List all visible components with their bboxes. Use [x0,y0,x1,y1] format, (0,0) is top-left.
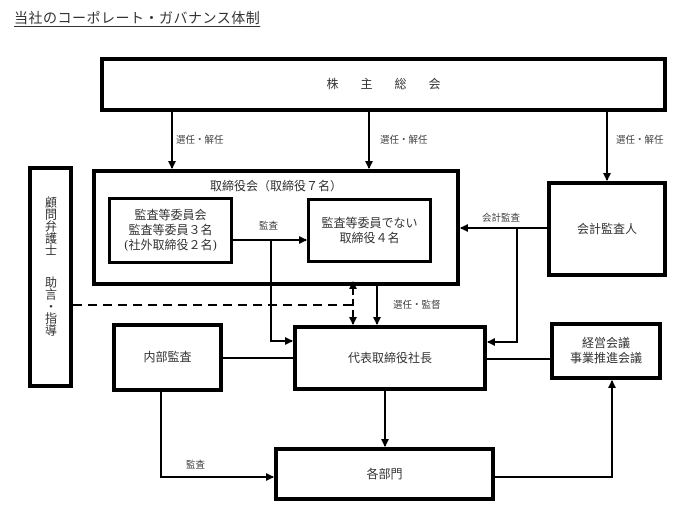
board-of-directors-box: 取締役会（取締役７名） [92,169,460,286]
edge-label-elect-dismiss-2: 選任・解任 [380,135,428,146]
audit-committee-line-1: 監査等委員会 [134,208,207,222]
legal-advisor-label: 顧問弁護士 [43,196,58,256]
edge-label-internal-audit: 監査 [186,460,206,471]
business-promotion-meeting-label: 事業推進会議 [569,351,642,365]
non-audit-directors-line-2: 取締役４名 [339,230,400,245]
arrow-departments-to-management [495,380,616,478]
accounting-auditor-label: 会計監査人 [576,221,637,236]
internal-audit-box: 内部監査 [112,323,223,392]
arrow-auditor-to-president [487,228,518,346]
board-of-directors-label: 取締役会（取締役７名） [209,179,342,193]
departments-box: 各部門 [274,447,495,501]
management-meeting-label: 経営会議 [581,336,630,350]
edge-label-audit-committee-audit: 監査 [259,221,279,232]
edge-label-elect-supervise: 選任・監督 [393,300,441,311]
internal-audit-label: 内部監査 [143,350,192,364]
edge-label-accounting-audit: 会計監査 [482,213,521,224]
departments-label: 各部門 [366,466,403,481]
president-box: 代表取締役社長 [293,325,487,391]
management-meetings-box: 経営会議 事業推進会議 [550,322,662,380]
audit-committee-box: 監査等委員会 監査等委員３名 (社外取締役２名) [108,197,233,264]
legal-advisor-role: 助言・指導 [43,276,58,336]
non-audit-directors-line-1: 監査等委員でない [321,215,418,230]
president-label: 代表取締役社長 [347,350,432,365]
page-title: 当社のコーポレート・ガバナンス体制 [14,11,261,27]
arrow-audit-committee-to-president [270,240,293,345]
edge-label-elect-dismiss-3: 選任・解任 [616,135,664,146]
audit-committee-line-2: 監査等委員３名 [128,223,213,237]
audit-committee-line-3: (社外取締役２名) [123,238,218,252]
legal-advisor-box: 顧問弁護士 助言・指導 [28,166,73,388]
non-audit-directors-box: 監査等委員でない 取締役４名 [307,198,432,263]
edge-label-elect-dismiss-1: 選任・解任 [176,135,224,146]
shareholders-meeting-label: 株主総会 [326,77,463,91]
arrow-internal-audit-to-departments [160,392,274,481]
shareholders-meeting-box: 株主総会 [100,57,667,112]
accounting-auditor-box: 会計監査人 [547,181,667,277]
